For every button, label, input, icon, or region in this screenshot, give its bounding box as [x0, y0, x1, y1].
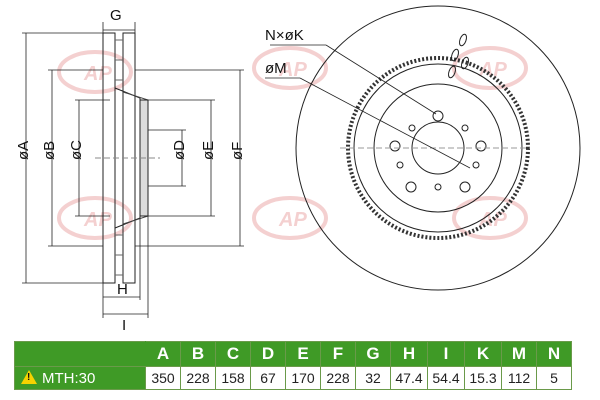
svg-text:AP: AP	[83, 209, 112, 231]
watermark-logo-5: AP	[252, 196, 328, 240]
spec-header-cell: N	[536, 341, 572, 367]
label-f: øF	[229, 142, 246, 160]
cooling-vents	[115, 39, 123, 276]
spec-header-cell: K	[464, 341, 502, 367]
spec-value-row: ! MTH:30 350 228 158 67 170 228 32 47.4 5…	[14, 366, 572, 390]
spec-value-cell: 170	[285, 366, 321, 390]
disc-front-view	[295, 5, 581, 291]
brake-disc-drawing: AP AP AP AP AP AP	[15, 5, 581, 334]
spec-header-cell: F	[320, 341, 356, 367]
spec-header-cell: G	[355, 341, 391, 367]
spec-value-cell: 15.3	[464, 366, 502, 390]
spec-value-cell: 5	[536, 366, 572, 390]
spec-value-cell: 67	[250, 366, 286, 390]
warning-cell: ! MTH:30	[14, 366, 146, 390]
dimension-lines	[22, 22, 244, 318]
label-g: G	[110, 7, 122, 24]
watermark-logo-3: AP	[452, 46, 528, 90]
label-b: øB	[41, 141, 58, 160]
spec-header-cell: A	[145, 341, 181, 367]
small-holes	[396, 124, 480, 191]
label-e: øE	[200, 141, 217, 160]
bolt-holes	[389, 110, 487, 193]
svg-text:AP: AP	[83, 63, 112, 85]
disc-side-view	[95, 32, 160, 284]
outer-edge	[295, 5, 581, 291]
label-c: øC	[68, 140, 85, 160]
spec-corner-cell	[14, 341, 146, 367]
spec-header-cell: D	[250, 341, 286, 367]
watermark-logo-4: AP	[57, 196, 133, 240]
spec-value-cell: 32	[355, 366, 391, 390]
hat-outer	[373, 83, 503, 213]
min-thickness-label: MTH:30	[42, 369, 96, 387]
watermark-logos: AP AP AP AP AP AP	[57, 46, 528, 240]
spec-header-cell: I	[427, 341, 465, 367]
spec-value-cell: 350	[145, 366, 181, 390]
watermark-logo-2: AP	[252, 46, 328, 90]
spec-header-cell: E	[285, 341, 321, 367]
center-bore	[411, 121, 465, 175]
spec-header-cell: H	[390, 341, 428, 367]
svg-text:AP: AP	[278, 59, 307, 81]
svg-text:AP: AP	[478, 59, 507, 81]
svg-text:AP: AP	[278, 209, 307, 231]
spec-value-cell: 112	[501, 366, 537, 390]
label-a: øA	[15, 141, 32, 160]
spec-header-cell: B	[180, 341, 216, 367]
spec-table: A B C D E F G H I K M N ! MTH:30 350 228 …	[14, 341, 572, 390]
vent-ring	[346, 56, 530, 240]
label-m: øM	[265, 60, 287, 77]
spec-header-cell: M	[501, 341, 537, 367]
spec-value-cell: 158	[215, 366, 251, 390]
wear-marks	[448, 33, 469, 79]
spec-value-cell: 228	[320, 366, 356, 390]
label-h: H	[117, 281, 128, 298]
label-d: øD	[171, 140, 188, 160]
spec-value-cell: 228	[180, 366, 216, 390]
label-i: I	[122, 317, 126, 334]
leader-lines	[265, 44, 471, 169]
warning-icon: !	[21, 369, 37, 384]
spec-value-cell: 54.4	[427, 366, 465, 390]
watermark-logo-1: AP	[57, 50, 133, 94]
spec-header-cell: C	[215, 341, 251, 367]
spec-header-row: A B C D E F G H I K M N	[14, 341, 572, 367]
label-n-k: N×øK	[265, 27, 304, 44]
spec-value-cell: 47.4	[390, 366, 428, 390]
